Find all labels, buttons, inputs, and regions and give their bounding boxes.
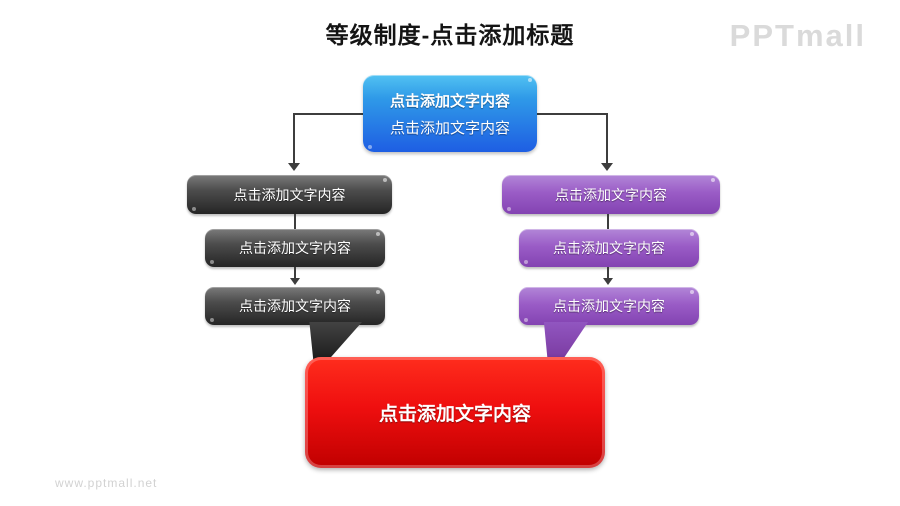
right-node-2-label: 点击添加文字内容 [553,240,665,256]
connector-root-right-horizontal [536,113,607,115]
watermark-url: www.pptmall.net [55,476,158,490]
left-node-1-label: 点击添加文字内容 [233,186,346,203]
connector-left-1-2 [294,214,296,229]
right-node-1-label: 点击添加文字内容 [555,186,667,203]
root-text-placeholder[interactable]: 点击添加文字内容 点击添加文字内容 [363,75,537,152]
arrowhead-right-icon [601,163,613,171]
purple-bubble-tail [543,322,589,362]
gray-bubble-tail [309,322,362,360]
right-node-3[interactable]: 点击添加文字内容 [519,287,699,325]
right-node-1[interactable]: 点击添加文字内容 [502,175,720,214]
right-node-2[interactable]: 点击添加文字内容 [519,229,699,267]
pptmall-logo: PPTmall [729,18,866,53]
connector-left-2-3 [294,267,296,279]
left-node-2[interactable]: 点击添加文字内容 [205,229,385,267]
arrowhead-right-2-3-icon [603,278,613,285]
connector-root-left-horizontal [293,113,364,115]
connector-root-right-vertical [606,113,608,164]
left-node-1[interactable]: 点击添加文字内容 [187,175,392,214]
slide-title[interactable]: 等级制度-点击添加标题 [325,22,575,48]
connector-root-left-vertical [293,113,295,164]
left-node-3[interactable]: 点击添加文字内容 [205,287,385,325]
arrowhead-left-2-3-icon [290,278,300,285]
left-node-3-label: 点击添加文字内容 [239,298,351,314]
root-text-line1: 点击添加文字内容 [389,92,510,110]
connector-right-2-3 [607,267,609,279]
arrowhead-left-icon [288,163,300,171]
bottom-text-label: 点击添加文字内容 [378,404,531,425]
connector-right-1-2 [607,214,609,229]
root-text-line2: 点击添加文字内容 [389,119,510,137]
bottom-text-placeholder[interactable]: 点击添加文字内容 [305,357,605,468]
right-node-3-label: 点击添加文字内容 [553,298,665,314]
left-node-2-label: 点击添加文字内容 [239,240,351,256]
